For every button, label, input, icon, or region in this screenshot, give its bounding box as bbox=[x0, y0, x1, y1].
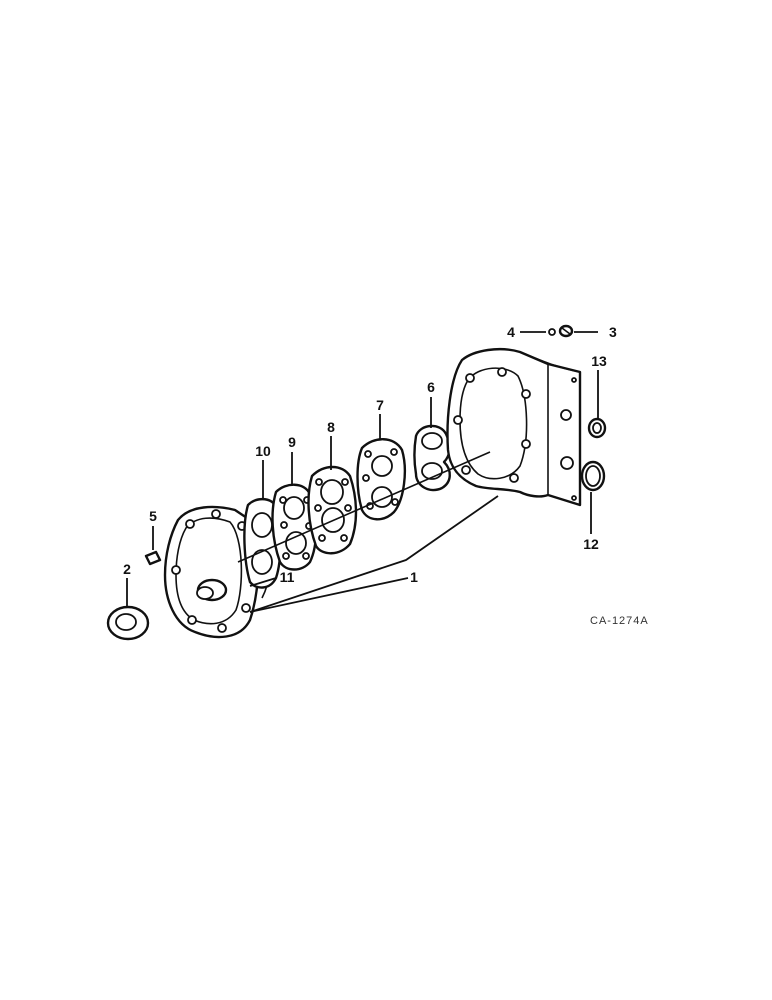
part-12-o-ring bbox=[580, 460, 606, 492]
part-4-ball bbox=[548, 328, 556, 336]
part-13-o-ring bbox=[587, 417, 607, 439]
assembly-axis-line bbox=[237, 451, 491, 563]
part-1-pump-body bbox=[446, 348, 582, 507]
part-3-plug bbox=[558, 324, 574, 338]
callout-13: 13 bbox=[591, 353, 607, 369]
callout-11: 11 bbox=[280, 569, 295, 585]
part-11-cover-plate bbox=[163, 505, 270, 639]
callout-12: 12 bbox=[583, 536, 599, 552]
callout-7: 7 bbox=[376, 397, 384, 413]
part-5-key bbox=[144, 550, 162, 566]
callout-9: 9 bbox=[288, 434, 296, 450]
callout-4: 4 bbox=[507, 324, 515, 340]
part-6-seal bbox=[413, 424, 451, 492]
part-8-gear-plate bbox=[307, 465, 358, 555]
callout-5: 5 bbox=[149, 508, 157, 524]
part-2-seal bbox=[106, 605, 150, 641]
part-7-plate bbox=[356, 438, 407, 521]
callout-2: 2 bbox=[123, 561, 131, 577]
callout-8: 8 bbox=[327, 419, 335, 435]
leader-lines bbox=[126, 331, 599, 613]
reference-code: CA-1274A bbox=[590, 615, 649, 627]
callout-3: 3 bbox=[609, 324, 617, 340]
callout-10: 10 bbox=[255, 443, 271, 459]
callout-6: 6 bbox=[427, 379, 435, 395]
callout-1: 1 bbox=[410, 569, 418, 585]
